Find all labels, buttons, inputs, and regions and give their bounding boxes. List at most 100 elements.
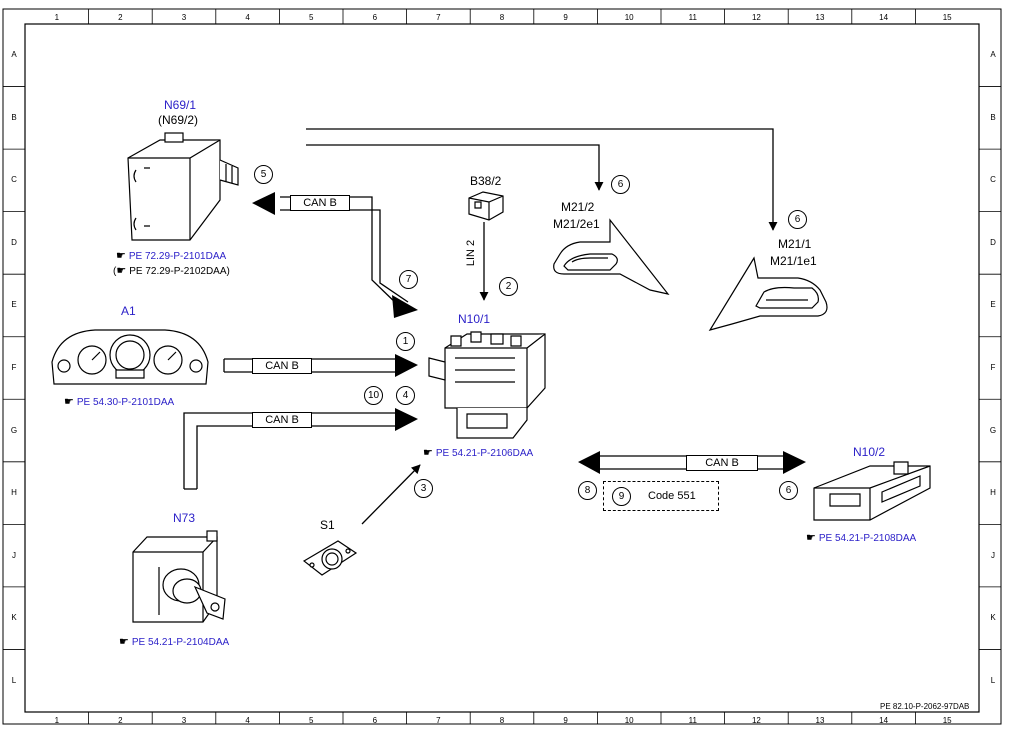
grid-row-label-left: D [11, 237, 17, 247]
callout-3: 3 [414, 479, 433, 498]
grid-column-label-top: 8 [499, 13, 505, 22]
grid-column-label-top: 2 [118, 13, 123, 22]
sam-module-n10-1-drawing [428, 331, 546, 439]
reference-link-n69-2[interactable]: (☛PE 72.29-P-2102DAA) [113, 265, 230, 277]
reference-link-n10-2[interactable]: ☛PE 54.21-P-2108DAA [806, 532, 917, 544]
grid-column-label-bottom: 5 [308, 716, 314, 725]
grid-column-label-bottom: 6 [372, 716, 378, 725]
arrow-head-icon [395, 408, 418, 431]
grid-row-label-left: E [11, 300, 17, 310]
grid-column-label-bottom: 4 [245, 716, 250, 725]
grid-column-label-top: 6 [372, 13, 378, 22]
grid-column-label-bottom: 12 [751, 716, 761, 725]
grid-row-label-right: F [990, 363, 996, 372]
grid-row-label-left: G [10, 425, 18, 435]
reference-link-n69-1[interactable]: ☛PE 72.29-P-2101DAA [116, 250, 227, 262]
can-b-label-n69: CAN B [290, 195, 350, 211]
wire-n69-to-mirrors [306, 128, 778, 231]
grid-column-label-bottom: 2 [118, 716, 123, 725]
n69-module-drawing [127, 132, 239, 241]
grid-row-label-left: F [11, 363, 17, 372]
grid-row-label-right: D [990, 237, 996, 247]
grid-column-label-top: 9 [563, 13, 568, 22]
can-b-label-a1: CAN B [252, 358, 312, 374]
grid-column-label-bottom: 7 [436, 716, 441, 725]
callout-1: 1 [396, 332, 415, 351]
grid-column-label-top: 7 [436, 13, 441, 22]
pointing-hand-icon: ☛ [116, 250, 126, 262]
grid-row-label-right: A [990, 50, 996, 60]
rain-light-sensor-drawing [468, 191, 504, 221]
reference-link-a1[interactable]: ☛PE 54.30-P-2101DAA [64, 396, 175, 408]
grid-row-label-right: H [990, 488, 996, 498]
label-n10-1: N10/1 [458, 312, 491, 326]
s1-switch-drawing [302, 540, 358, 576]
callout-2: 2 [499, 277, 518, 296]
reference-link-n10-1[interactable]: ☛PE 54.21-P-2106DAA [423, 447, 534, 459]
grid-row-label-right: C [990, 175, 996, 185]
grid-row-label-left: J [12, 550, 16, 560]
sam-module-n10-2-drawing [813, 461, 931, 521]
grid-row-label-right: G [989, 425, 997, 435]
arrow-head-icon [252, 192, 275, 215]
code-551-box: Code 551 [603, 481, 719, 511]
grid-row-label-left: H [11, 488, 17, 498]
grid-column-label-top: 14 [879, 13, 889, 22]
pointing-hand-icon: ☛ [116, 265, 127, 277]
grid-column-label-top: 13 [815, 13, 825, 22]
grid-column-label-bottom: 15 [942, 716, 952, 725]
grid-column-label-top: 11 [688, 13, 697, 22]
grid-column-label-top: 5 [308, 13, 314, 22]
lin-2-label: LIN 2 [465, 239, 478, 267]
can-bus-n69 [280, 196, 409, 308]
label-m21-2: M21/2 [561, 200, 595, 214]
label-b38-2: B38/2 [470, 174, 502, 188]
pointing-hand-icon: ☛ [119, 636, 129, 648]
grid-row-label-left: L [11, 675, 17, 685]
grid-row-label-right: J [991, 550, 995, 560]
code-551-label: Code 551 [648, 490, 696, 502]
mirror-m21-1-drawing [708, 256, 828, 331]
grid-column-label-bottom: 13 [815, 716, 825, 725]
grid-column-label-top: 12 [751, 13, 761, 22]
can-b-label-n10-2: CAN B [686, 455, 758, 471]
grid-column-label-bottom: 8 [499, 716, 505, 725]
label-m21-1: M21/1 [778, 237, 812, 251]
callout-9: 9 [612, 487, 631, 506]
instrument-cluster-drawing [51, 329, 209, 385]
grid-row-label-right: E [990, 300, 996, 310]
label-m21-1e1: M21/1e1 [770, 254, 817, 268]
grid-column-label-bottom: 9 [563, 716, 568, 725]
reference-link-n73[interactable]: ☛PE 54.21-P-2104DAA [119, 636, 230, 648]
callout-5: 5 [254, 165, 273, 184]
mirror-m21-2-drawing [553, 218, 670, 295]
callout-7: 7 [399, 270, 418, 289]
wire-s1 [361, 464, 421, 525]
grid-column-label-bottom: 3 [181, 716, 187, 725]
can-bus-n73 [183, 412, 395, 490]
grid-row-label-left: C [11, 175, 17, 185]
pointing-hand-icon: ☛ [806, 532, 816, 544]
document-number: PE 82.10-P-2062-97DAB [880, 702, 970, 711]
label-n10-2: N10/2 [853, 445, 886, 459]
grid-column-label-top: 1 [54, 13, 60, 22]
grid-row-label-right: K [990, 613, 996, 623]
grid-row-label-left: B [11, 112, 17, 122]
grid-column-label-bottom: 10 [624, 716, 634, 725]
grid-row-label-left: K [11, 613, 17, 623]
callout-6-n10-2: 6 [779, 481, 798, 500]
arrow-head-icon [395, 354, 418, 377]
grid-column-label-top: 10 [624, 13, 634, 22]
arrow-head-icon [783, 451, 806, 474]
callout-4: 4 [396, 386, 415, 405]
pointing-hand-icon: ☛ [64, 396, 74, 408]
callout-10: 10 [364, 386, 383, 405]
callout-6-m21-2: 6 [611, 175, 630, 194]
grid-column-label-bottom: 14 [879, 716, 889, 725]
callout-8: 8 [578, 481, 597, 500]
ignition-switch-drawing [132, 530, 226, 623]
label-m21-2e1: M21/2e1 [553, 217, 600, 231]
grid-row-label-left: A [11, 50, 17, 60]
